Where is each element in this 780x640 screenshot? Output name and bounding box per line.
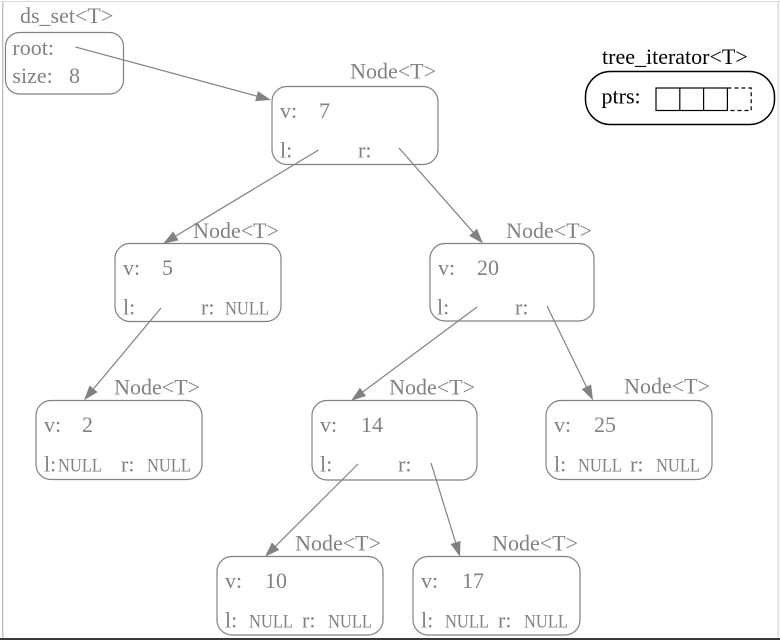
svg-text:14: 14	[361, 412, 383, 437]
svg-text:l:: l:	[437, 295, 449, 320]
svg-text:8: 8	[69, 63, 80, 88]
svg-text:l:: l:	[225, 608, 237, 633]
svg-text:Node<T>: Node<T>	[193, 218, 279, 243]
svg-text:Node<T>: Node<T>	[492, 531, 578, 556]
svg-text:r:: r:	[358, 138, 371, 163]
svg-text:size:: size:	[12, 63, 52, 88]
svg-text:v:: v:	[123, 255, 140, 280]
svg-text:v:: v:	[438, 255, 455, 280]
svg-text:NULL: NULL	[445, 613, 489, 633]
svg-text:v:: v:	[554, 412, 571, 437]
svg-text:r:: r:	[201, 295, 214, 320]
svg-text:25: 25	[594, 412, 616, 437]
svg-text:20: 20	[477, 255, 499, 280]
svg-text:NULL: NULL	[249, 613, 293, 633]
svg-text:NULL: NULL	[578, 457, 622, 477]
svg-text:NULL: NULL	[656, 457, 700, 477]
svg-text:r:: r:	[121, 452, 134, 477]
svg-text:root:: root:	[12, 35, 54, 60]
svg-text:l:: l:	[421, 608, 433, 633]
svg-text:Node<T>: Node<T>	[350, 59, 436, 84]
svg-text:NULL: NULL	[225, 300, 269, 320]
svg-text:Node<T>: Node<T>	[389, 375, 475, 400]
svg-text:NULL: NULL	[58, 457, 102, 477]
svg-text:v:: v:	[225, 568, 242, 593]
svg-text:2: 2	[82, 412, 93, 437]
svg-text:r:: r:	[302, 608, 315, 633]
svg-text:v:: v:	[280, 98, 297, 123]
svg-text:r:: r:	[498, 608, 511, 633]
svg-text:Node<T>: Node<T>	[506, 218, 592, 243]
svg-text:7: 7	[319, 98, 330, 123]
svg-text:l:: l:	[44, 452, 56, 477]
svg-text:Node<T>: Node<T>	[295, 531, 381, 556]
svg-text:v:: v:	[320, 412, 337, 437]
svg-text:tree_iterator<T>: tree_iterator<T>	[602, 44, 748, 69]
svg-text:r:: r:	[515, 295, 528, 320]
svg-text:NULL: NULL	[328, 613, 372, 633]
svg-text:l:: l:	[123, 295, 135, 320]
svg-text:r:: r:	[398, 452, 411, 477]
svg-text:r:: r:	[630, 452, 643, 477]
svg-text:5: 5	[162, 255, 173, 280]
svg-text:l:: l:	[320, 452, 332, 477]
svg-text:ds_set<T>: ds_set<T>	[20, 3, 113, 28]
svg-text:ptrs:: ptrs:	[602, 84, 641, 109]
svg-text:NULL: NULL	[524, 613, 568, 633]
svg-text:l:: l:	[280, 138, 292, 163]
svg-text:17: 17	[462, 568, 484, 593]
svg-text:Node<T>: Node<T>	[624, 374, 710, 399]
svg-text:NULL: NULL	[147, 457, 191, 477]
svg-text:10: 10	[265, 568, 287, 593]
svg-text:Node<T>: Node<T>	[114, 375, 200, 400]
svg-text:l:: l:	[554, 452, 566, 477]
svg-text:v:: v:	[421, 568, 438, 593]
svg-text:v:: v:	[44, 412, 61, 437]
